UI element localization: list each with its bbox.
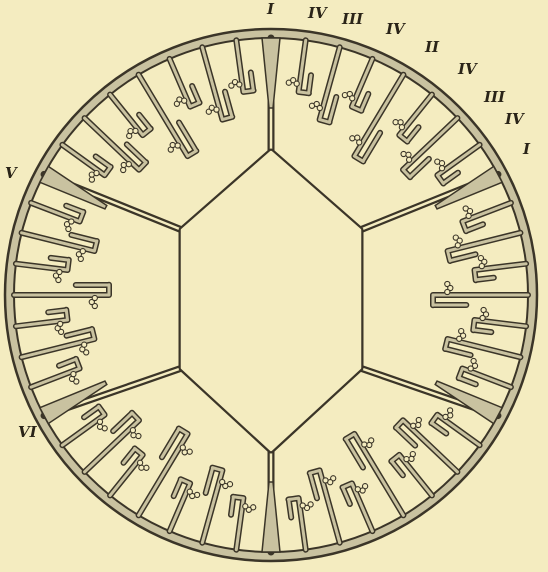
label-top-III-1: III bbox=[342, 12, 363, 27]
gonad-27-1 bbox=[131, 433, 136, 438]
gonad-36-2 bbox=[94, 171, 99, 176]
gonad-15-0 bbox=[448, 408, 453, 413]
gonad-16-0 bbox=[416, 417, 421, 422]
label-top-I: I bbox=[267, 2, 274, 17]
label-left-V: V bbox=[5, 166, 17, 181]
gonad-42-2 bbox=[237, 82, 242, 87]
gonad-16-1 bbox=[416, 422, 421, 427]
gonad-21-2 bbox=[300, 503, 305, 508]
gonad-34-2 bbox=[80, 249, 85, 254]
label-top-III-2: III bbox=[484, 90, 505, 105]
gonad-17-2 bbox=[404, 457, 409, 462]
gonad-8-2 bbox=[466, 213, 471, 218]
gonad-15-2 bbox=[443, 414, 448, 419]
label-top-IV-3: IV bbox=[458, 62, 477, 77]
gonad-39-2 bbox=[175, 143, 180, 148]
gonad-6-1 bbox=[406, 152, 411, 157]
gonad-18-2 bbox=[362, 442, 367, 447]
label-top-IV-2: IV bbox=[386, 22, 405, 37]
gonad-33-2 bbox=[57, 269, 62, 274]
gonad-36-0 bbox=[89, 177, 94, 182]
gonad-11-2 bbox=[445, 289, 450, 294]
gonad-27-0 bbox=[136, 433, 141, 438]
gonad-23-2 bbox=[220, 479, 225, 484]
gonad-24-0 bbox=[195, 492, 200, 497]
gonad-14-2 bbox=[468, 366, 473, 371]
gonad-28-1 bbox=[97, 424, 102, 429]
gonad-4-2 bbox=[357, 140, 362, 145]
gonad-3-2 bbox=[350, 96, 355, 101]
gonad-25-0 bbox=[187, 449, 192, 454]
gonad-1-2 bbox=[294, 81, 299, 86]
gonad-40-2 bbox=[182, 98, 187, 103]
gonad-18-1 bbox=[367, 442, 372, 447]
gonad-41-2 bbox=[214, 107, 219, 112]
gonad-5-0 bbox=[393, 120, 398, 125]
gonad-37-2 bbox=[126, 162, 131, 167]
gonad-16-2 bbox=[411, 423, 416, 428]
gonad-7-2 bbox=[439, 166, 444, 171]
gonad-27-2 bbox=[130, 428, 135, 433]
gonad-20-2 bbox=[323, 478, 328, 483]
gonad-26-0 bbox=[144, 465, 149, 470]
label-left-VI: VI bbox=[18, 425, 37, 440]
label-right-I: I bbox=[523, 142, 530, 157]
label-top-II: II bbox=[425, 40, 439, 55]
gonad-22-2 bbox=[243, 504, 248, 509]
gonad-26-2 bbox=[138, 460, 143, 465]
label-top-IV-4: IV bbox=[505, 112, 524, 127]
gonad-6-0 bbox=[401, 151, 406, 156]
gonad-28-2 bbox=[97, 419, 102, 424]
gonad-37-0 bbox=[121, 167, 126, 172]
gonad-9-2 bbox=[455, 243, 460, 248]
gonad-39-1 bbox=[170, 142, 175, 147]
gonad-38-1 bbox=[128, 129, 133, 134]
gonad-17-1 bbox=[409, 456, 414, 461]
gonad-35-2 bbox=[69, 219, 74, 224]
gonad-12-2 bbox=[480, 315, 485, 320]
gonad-31-2 bbox=[58, 321, 63, 326]
gonad-5-2 bbox=[399, 125, 404, 130]
gonad-32-2 bbox=[92, 295, 97, 300]
gonad-29-2 bbox=[71, 372, 76, 377]
gonad-7-1 bbox=[439, 161, 444, 166]
gonad-2-2 bbox=[317, 105, 322, 110]
gonad-25-2 bbox=[180, 445, 185, 450]
label-top-IV-1: IV bbox=[308, 6, 327, 21]
gonad-4-0 bbox=[350, 136, 355, 141]
gonad-13-2 bbox=[457, 336, 462, 341]
gonad-30-2 bbox=[82, 342, 87, 347]
gonad-38-2 bbox=[133, 128, 138, 133]
gonad-10-2 bbox=[479, 264, 484, 269]
gonad-37-1 bbox=[121, 162, 126, 167]
gonad-19-2 bbox=[355, 487, 360, 492]
gonad-24-2 bbox=[187, 489, 192, 494]
gonad-3-0 bbox=[342, 93, 347, 98]
gonad-6-2 bbox=[407, 157, 412, 162]
